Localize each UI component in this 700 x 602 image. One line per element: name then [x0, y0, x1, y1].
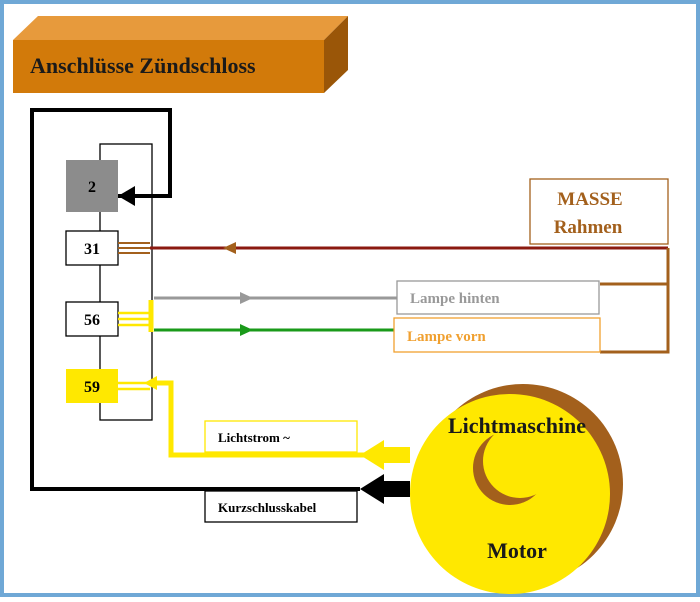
ground-return-lower [600, 248, 670, 354]
yellow-arrow-to-59 [144, 376, 157, 390]
kurzschlusskabel-box [204, 490, 358, 523]
grey-arrow [240, 292, 253, 304]
masse-label: MASSE [557, 189, 622, 210]
lampe-hinten-label: Lampe hinten [410, 291, 500, 307]
terminal-ladder-frame [99, 143, 153, 421]
title-bar-top [13, 16, 348, 40]
black-arrow-generator [360, 474, 410, 504]
title-bar-side [324, 16, 348, 93]
generator: Lichtmaschine Motor [410, 384, 623, 594]
terminal-2 [66, 160, 118, 212]
page-title: Anschlüsse Zündschloss [30, 53, 256, 78]
masse-wire-group: MASSE Rahmen [118, 178, 670, 354]
terminal-59-label: 59 [84, 379, 100, 396]
green-arrow [240, 324, 253, 336]
arrow-to-terminal-2 [118, 186, 135, 206]
short-circuit-loop [30, 108, 410, 504]
kurzschlusskabel-label: Kurzschlusskabel [218, 500, 317, 515]
lichtstrom-box [204, 420, 358, 453]
masse-arrow [223, 242, 236, 254]
lichtstrom-label: Lichtstrom ~ [218, 430, 290, 445]
title-block: Anschlüsse Zündschloss [13, 16, 348, 93]
masse-label-box [529, 178, 669, 245]
generator-rotor [483, 424, 557, 498]
terminal-2-label: 2 [88, 179, 96, 196]
terminal-31-label: 31 [84, 241, 100, 258]
terminal-ladder: 2 31 56 59 [65, 143, 153, 421]
lampe-hinten-wire-group: Lampe hinten [154, 280, 600, 315]
yellow-wire [150, 380, 375, 458]
lichtmaschine-label: Lichtmaschine [448, 413, 586, 438]
motor-label: Motor [487, 538, 547, 563]
title-bar-front [13, 40, 324, 93]
rahmen-label: Rahmen [554, 217, 623, 238]
lampe-vorn-label: Lampe vorn [407, 329, 486, 345]
terminal-59 [66, 369, 118, 403]
lampe-vorn-wire-group: Lampe vorn [154, 317, 601, 353]
terminal-56-label: 56 [84, 312, 100, 329]
lampe-hinten-box [396, 280, 600, 315]
yellow-arrow-generator [360, 440, 410, 470]
lampe-vorn-box [393, 317, 601, 353]
terminal-31 [65, 230, 119, 266]
lichtstrom-wire-group: Lichtstrom ~ [118, 376, 410, 470]
terminal-56-connector [118, 300, 154, 332]
